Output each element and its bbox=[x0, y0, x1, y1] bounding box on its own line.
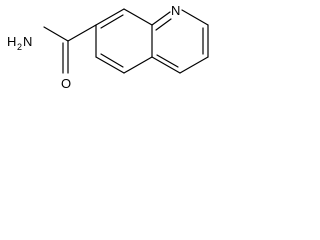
oxygen-label: O bbox=[61, 76, 71, 91]
bond-c6-c5 bbox=[95, 56, 125, 74]
carboxamide-group bbox=[43, 24, 97, 74]
bond-c8-c7-double bbox=[100, 14, 124, 29]
bond-c5-c4a bbox=[123, 56, 153, 74]
molecule-svg: N O H 2 N bbox=[7, 3, 209, 91]
bond-carbonyl-nh2 bbox=[43, 26, 69, 42]
bond-c4-c4a-double bbox=[156, 54, 179, 68]
amine-subscript-label: 2 bbox=[17, 42, 22, 52]
bond-c8-c7 bbox=[95, 8, 125, 26]
bond-n1-c2 bbox=[181, 9, 209, 26]
ring-nitrogen-label: N bbox=[171, 3, 180, 18]
bond-c8a-n1 bbox=[151, 11, 171, 26]
bond-c8a-c8 bbox=[123, 8, 153, 26]
amine-label: H 2 N bbox=[7, 34, 32, 52]
bond-c3-c4 bbox=[179, 56, 209, 74]
bond-c4-c4a bbox=[151, 56, 181, 74]
bond-c6-c5-double bbox=[100, 53, 124, 68]
pyridine-ring bbox=[151, 9, 209, 74]
bond-c8a-n1-double bbox=[155, 18, 172, 31]
bond-c7-carbonyl bbox=[67, 24, 97, 42]
amine-n-label: N bbox=[23, 34, 32, 49]
amine-h-label: H bbox=[7, 34, 16, 49]
structure-canvas: N O H 2 N bbox=[0, 0, 226, 120]
benzene-ring bbox=[95, 8, 153, 74]
